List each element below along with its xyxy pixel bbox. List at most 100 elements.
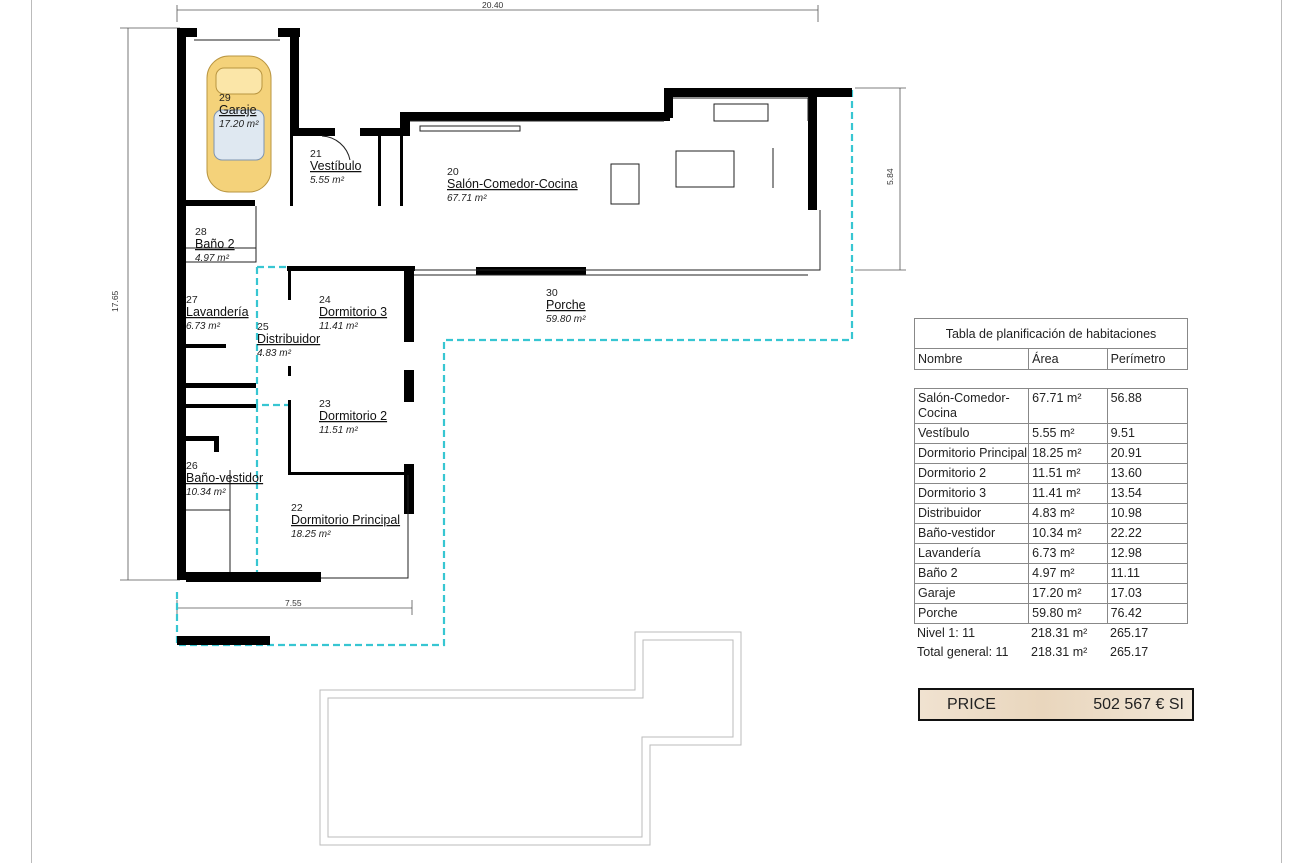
cell-name: Porche (918, 606, 958, 620)
cell-name: Total general: 11 (917, 645, 1009, 659)
cell-perimeter: 22.22 (1106, 524, 1187, 543)
header-name: Nombre (918, 352, 963, 366)
cell-perimeter: 13.54 (1106, 484, 1187, 503)
dim-salon-depth: 5.84 (885, 168, 895, 185)
partition-lines (186, 39, 821, 579)
room-area: 59.80 m² (546, 314, 586, 325)
cell-name: Distribuidor (918, 506, 982, 520)
room-area: 6.73 m² (186, 321, 221, 332)
cell-name: Vestíbulo (918, 426, 970, 440)
cell-name: Baño-vestidor (918, 526, 996, 540)
room-name: Lavandería (186, 305, 249, 319)
cell-name: Dormitorio 2 (918, 466, 987, 480)
header-area: Área (1028, 349, 1106, 369)
cell-perimeter: 20.91 (1106, 444, 1187, 463)
cell-name: Garaje (918, 586, 956, 600)
room-number: 21 (310, 148, 322, 160)
cell-perimeter: 265.17 (1110, 645, 1149, 659)
room-area: 4.83 m² (257, 348, 292, 359)
room-area: 5.55 m² (310, 175, 345, 186)
room-name: Dormitorio Principal (291, 513, 400, 527)
cell-area: 17.20 m² (1028, 584, 1106, 603)
room-name: Dormitorio 3 (319, 305, 387, 319)
cell-perimeter: 9.51 (1106, 424, 1187, 443)
cell-area: 59.80 m² (1028, 604, 1106, 623)
cell-perimeter: 17.03 (1106, 584, 1187, 603)
room-area: 10.34 m² (186, 487, 226, 498)
cell-area: 6.73 m² (1028, 544, 1106, 563)
header-perimeter: Perímetro (1106, 349, 1187, 369)
room-name: Distribuidor (257, 332, 320, 346)
room-name: Salón-Comedor-Cocina (447, 177, 578, 191)
cell-area: 18.25 m² (1028, 444, 1106, 463)
room-name: Dormitorio 2 (319, 409, 387, 423)
cell-name: Baño 2 (918, 566, 958, 580)
room-name: Vestíbulo (310, 159, 361, 173)
cell-name: Dormitorio Principal (918, 446, 1028, 460)
room-number: 27 (186, 294, 198, 306)
room-area: 18.25 m² (291, 529, 331, 540)
cell-area: 67.71 m² (1028, 389, 1106, 423)
price-label: PRICE (947, 695, 996, 713)
cell-perimeter: 10.98 (1106, 504, 1187, 523)
dim-wing-width: 7.55 (285, 598, 302, 608)
room-name: Baño-vestidor (186, 471, 263, 485)
room-area: 17.20 m² (219, 119, 259, 130)
cell-name: Salón-Comedor-Cocina (918, 391, 1010, 420)
cell-area: 218.31 m² (1031, 626, 1088, 640)
cell-area: 11.51 m² (1028, 464, 1106, 483)
cell-area: 10.34 m² (1028, 524, 1106, 543)
cell-name: Lavandería (918, 546, 981, 560)
pool-outline (319, 631, 742, 846)
porch-outline (175, 90, 854, 647)
room-number: 26 (186, 460, 198, 472)
cell-area: 4.97 m² (1028, 564, 1106, 583)
cell-perimeter: 56.88 (1106, 389, 1187, 423)
room-area: 4.97 m² (195, 253, 230, 264)
room-area: 11.41 m² (319, 321, 358, 332)
room-number: 20 (447, 166, 459, 178)
room-number: 29 (219, 92, 231, 104)
room-schedule-table: Tabla de planificación de habitaciones N… (914, 318, 1188, 662)
cell-name: Nivel 1: 11 (917, 626, 976, 640)
cell-area: 5.55 m² (1028, 424, 1106, 443)
room-number: 30 (546, 287, 558, 299)
cell-perimeter: 13.60 (1106, 464, 1187, 483)
room-name: Garaje (219, 103, 257, 117)
cell-area: 11.41 m² (1028, 484, 1106, 503)
cell-name: Dormitorio 3 (918, 486, 987, 500)
room-area: 11.51 m² (319, 425, 358, 436)
cell-perimeter: 265.17 (1110, 626, 1149, 640)
car-icon (206, 55, 272, 193)
room-area: 67.71 m² (447, 193, 487, 204)
dim-overall-depth: 17.65 (110, 290, 120, 312)
table-header-row: Nombre Área Perímetro (914, 349, 1188, 370)
room-number: 22 (291, 502, 303, 514)
walls (177, 28, 852, 645)
room-number: 28 (195, 226, 207, 238)
room-name: Baño 2 (195, 237, 235, 251)
